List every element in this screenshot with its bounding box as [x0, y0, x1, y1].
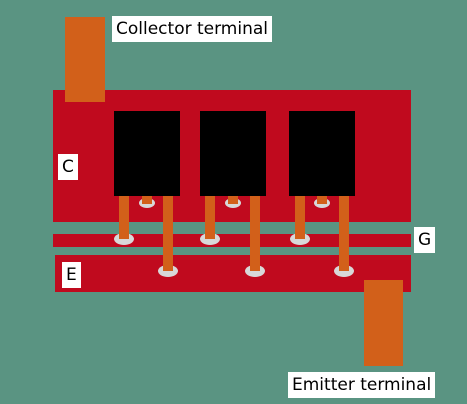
transistor-1-collector-lead — [142, 196, 152, 204]
gate-marker-label: G — [414, 227, 436, 253]
transistor-3-body — [289, 111, 355, 196]
collector-marker-label: C — [58, 154, 78, 180]
transistor-1 — [114, 111, 180, 277]
transistor-2-body — [200, 111, 266, 196]
transistor-2-emitter-lead — [250, 196, 260, 271]
transistor-2-collector-lead — [228, 196, 238, 204]
emitter-marker-label: E — [62, 262, 81, 288]
transistor-2-gate-lead — [205, 196, 215, 239]
emitter-busbar — [55, 255, 411, 292]
transistor-3-collector-lead — [317, 196, 327, 204]
transistor-1-body — [114, 111, 180, 196]
collector-terminal — [65, 17, 105, 102]
emitter-terminal — [364, 280, 403, 366]
transistor-2 — [200, 111, 266, 277]
collector-terminal-label: Collector terminal — [112, 16, 272, 42]
transistor-1-gate-lead — [119, 196, 129, 239]
transistor-1-emitter-lead — [163, 196, 173, 271]
gate-strip — [53, 234, 411, 247]
emitter-terminal-label: Emitter terminal — [288, 372, 436, 398]
transistor-3-emitter-lead — [339, 196, 349, 271]
transistor-3 — [289, 111, 355, 277]
transistor-3-gate-lead — [295, 196, 305, 239]
